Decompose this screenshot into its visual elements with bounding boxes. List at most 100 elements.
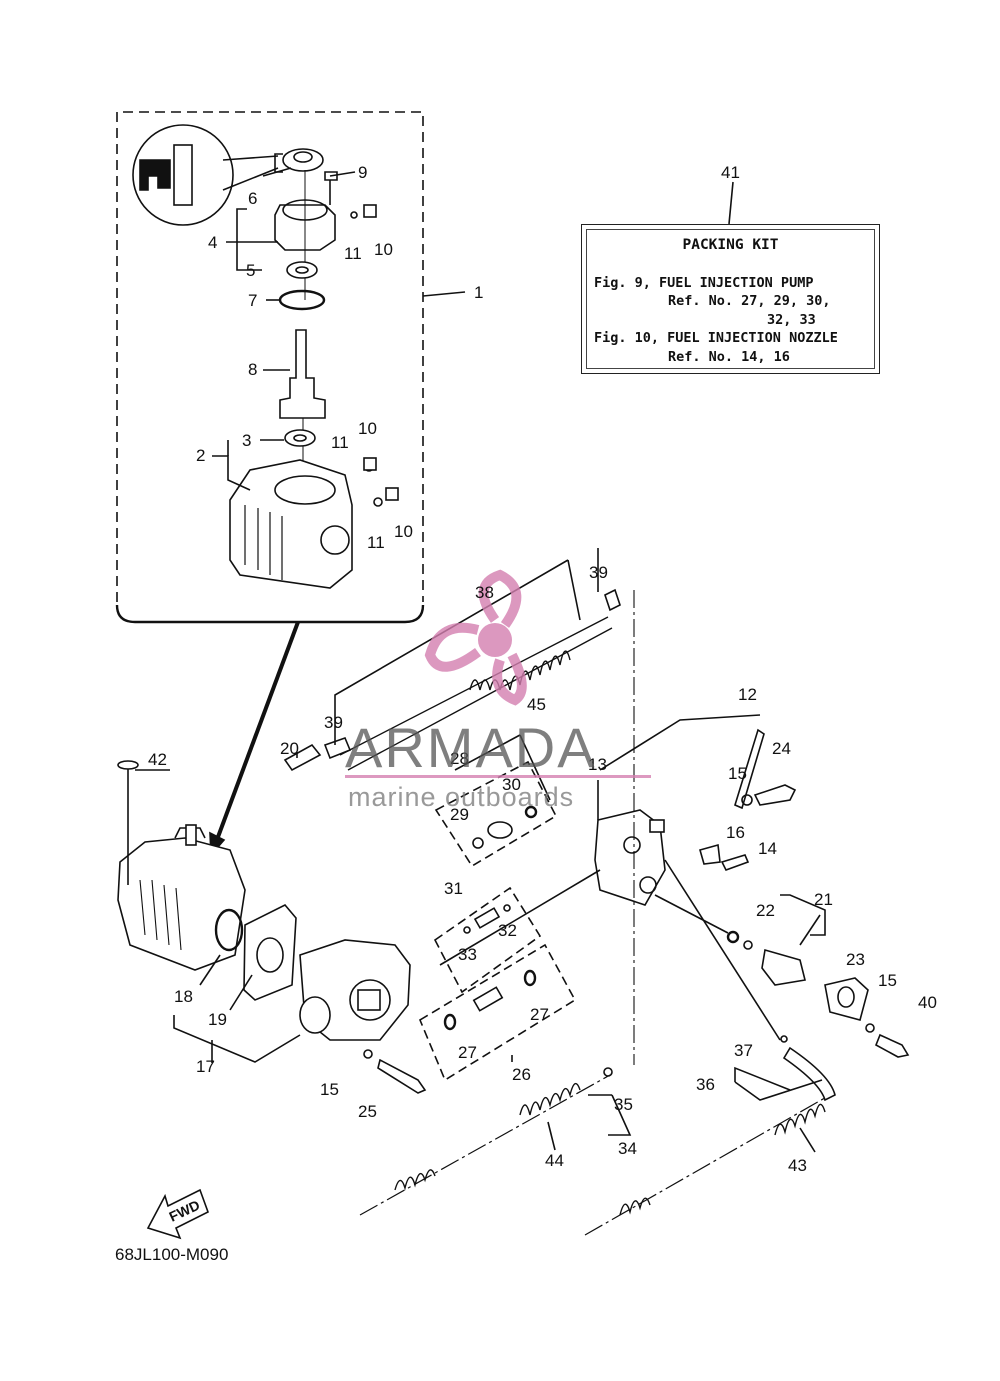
group-leader-arrow	[213, 621, 300, 846]
packing-kit-line: Ref. No. 14, 16	[668, 349, 790, 365]
pump-body-2	[229, 459, 353, 589]
bolt-24	[753, 784, 797, 806]
valve-28	[487, 821, 513, 839]
oil-seal-6	[282, 148, 324, 172]
washer-11-c	[373, 497, 383, 507]
o-ring-7	[278, 289, 326, 311]
o-ring-30	[524, 805, 538, 819]
gasket-19	[243, 904, 297, 1001]
callout-10a: 10	[374, 240, 393, 259]
washer-22	[743, 940, 753, 950]
packing-kit-inner-border	[586, 229, 875, 369]
callout-11c: 11	[367, 533, 385, 552]
callout-45: 45	[527, 695, 546, 714]
callout-10c: 10	[394, 522, 413, 541]
forward-arrow-icon: FWD	[146, 1188, 209, 1240]
group-26-box	[418, 943, 577, 1082]
callout-18: 18	[174, 987, 193, 1006]
callout-labels: 1 2 3 4 5 6 7 8 9 10 10 10 11 11 11 12 1…	[148, 163, 937, 1175]
sensor-21	[761, 948, 806, 986]
body-port	[320, 525, 350, 555]
callout-19: 19	[208, 1010, 227, 1029]
callout-13: 13	[588, 755, 607, 774]
callout-33: 33	[458, 945, 477, 964]
callout-41: 41	[721, 163, 740, 182]
assembly-group-box	[116, 111, 424, 602]
callout-5: 5	[246, 261, 255, 280]
callout-35: 35	[614, 1095, 633, 1114]
spring-43	[619, 1103, 826, 1216]
callout-27a: 27	[458, 1043, 477, 1062]
callout-11b: 11	[331, 433, 349, 452]
callout-30: 30	[502, 775, 521, 794]
plug-10-b	[363, 457, 377, 471]
callout-25: 25	[358, 1102, 377, 1121]
callout-15c: 15	[878, 971, 897, 990]
nozzle-port-a	[623, 836, 641, 854]
callout-40: 40	[918, 993, 937, 1012]
armada-logo-icon	[424, 569, 527, 706]
bearing-3-bore	[293, 434, 307, 442]
o-ring-29	[472, 837, 484, 849]
watermark-underline	[345, 775, 651, 778]
bearing-5-bore	[295, 266, 309, 274]
assembly-group-bracket	[115, 604, 425, 624]
callout-17: 17	[196, 1057, 215, 1076]
nozzle-port-b	[639, 876, 657, 894]
rod-43	[584, 1094, 831, 1236]
callout-22: 22	[756, 901, 775, 920]
callout-15b: 15	[320, 1080, 339, 1099]
detail-leader-upper	[222, 155, 279, 161]
rod-38	[339, 616, 609, 756]
callout-37: 37	[734, 1041, 753, 1060]
o-ring-18	[214, 908, 244, 952]
link-36	[782, 1046, 836, 1102]
detail-leader-lower	[222, 167, 279, 191]
nozzle-connector	[649, 819, 665, 833]
callout-21: 21	[814, 890, 833, 909]
callout-14: 14	[758, 839, 777, 858]
o-ring-27a	[443, 1013, 457, 1031]
seal-detail-lip	[139, 159, 171, 191]
callout-12: 12	[738, 685, 757, 704]
washer-15-c	[865, 1023, 875, 1033]
callout-44: 44	[545, 1151, 564, 1170]
washer-11	[350, 211, 358, 219]
housing-fins	[139, 879, 182, 951]
housing-shaft	[185, 824, 197, 846]
bearing-3	[284, 429, 316, 447]
body-fins	[244, 505, 283, 580]
o-ring-22	[726, 930, 740, 944]
callout-2: 2	[196, 446, 205, 465]
watermark-tagline: marine outboards	[348, 782, 575, 812]
callout-9: 9	[358, 163, 367, 182]
callout-29: 29	[450, 805, 469, 824]
bolt-42-head	[117, 760, 139, 770]
callout-42: 42	[148, 750, 167, 769]
clip-39b	[604, 588, 621, 612]
nozzle-20	[283, 743, 322, 772]
callout-3: 3	[242, 431, 251, 450]
pump-face	[349, 979, 391, 1021]
pump-face-square	[357, 989, 381, 1011]
bolt-9	[324, 171, 338, 205]
valve-31	[473, 907, 501, 929]
callout-27b: 27	[530, 1005, 549, 1024]
gasket-19-bore	[256, 937, 284, 973]
callout-7: 7	[248, 291, 257, 310]
callout-4: 4	[208, 233, 217, 252]
o-ring-32	[503, 904, 511, 912]
group-28-box	[434, 760, 558, 868]
pump-inlet	[299, 996, 331, 1034]
flange-23-bore	[837, 986, 855, 1008]
callout-6: 6	[248, 189, 257, 208]
callout-31: 31	[444, 879, 463, 898]
callout-16: 16	[726, 823, 745, 842]
plug-10-c	[385, 487, 399, 501]
callout-1: 1	[474, 283, 483, 302]
packing-kit-line: Ref. No. 27, 29, 30,	[668, 293, 831, 309]
callout-23: 23	[846, 950, 865, 969]
seal-detail-circle	[132, 124, 234, 226]
callout-34: 34	[618, 1139, 637, 1158]
